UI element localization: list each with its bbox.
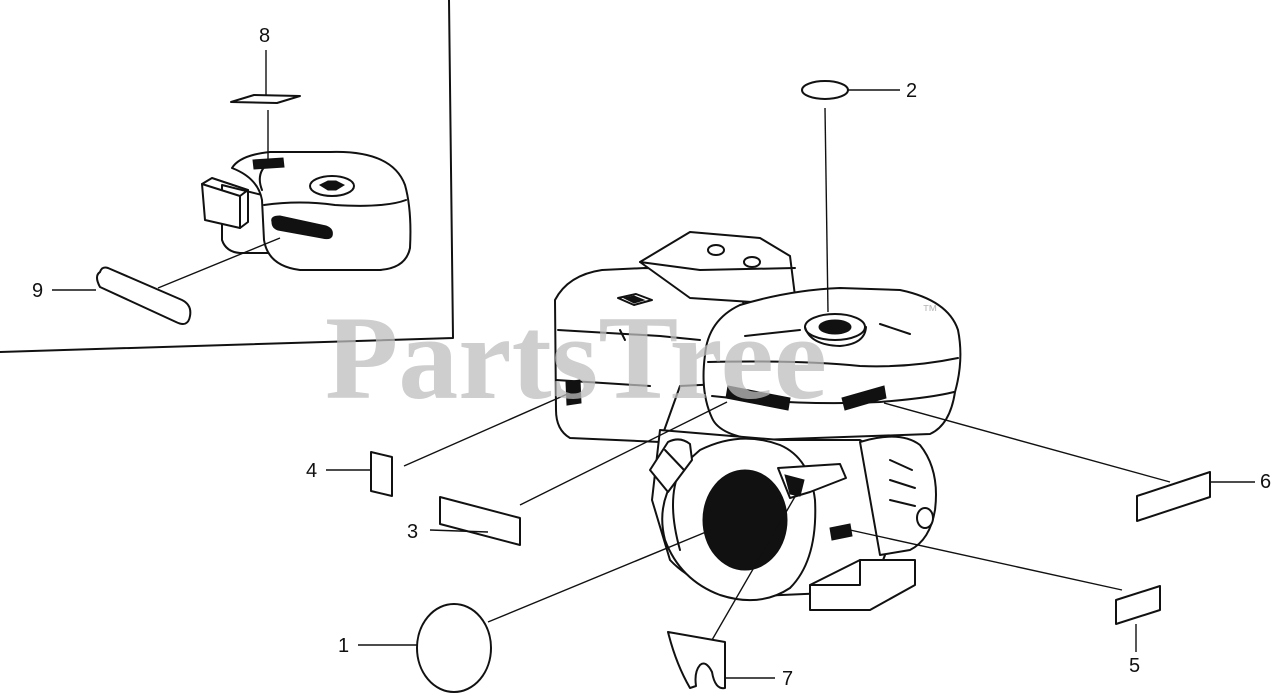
decal-8: [230, 94, 301, 104]
engine: [554, 231, 962, 611]
decal-2: [801, 80, 849, 100]
decal-6: [1136, 471, 1211, 522]
watermark: PartsTree ™: [325, 291, 938, 424]
decal-1: [416, 603, 492, 693]
callout-labels: 1 2 3 4 5 6 7 8 9: [32, 25, 1271, 690]
callout-7: 7: [782, 668, 793, 690]
callout-6: 6: [1260, 471, 1271, 493]
decal-7: [667, 631, 726, 690]
callout-3: 3: [407, 521, 418, 543]
watermark-text: PartsTree: [325, 291, 827, 424]
decal-3: [439, 496, 521, 546]
leader-lines: [52, 50, 1255, 679]
decal-parts: [96, 80, 1211, 693]
callout-9: 9: [32, 280, 43, 302]
callout-4: 4: [306, 460, 317, 482]
decal-5: [1115, 585, 1161, 625]
inset-border: [0, 0, 454, 353]
air-cleaner-inset: [201, 150, 412, 271]
callout-5: 5: [1129, 655, 1140, 677]
callout-8: 8: [259, 25, 270, 47]
callout-1: 1: [338, 635, 349, 657]
decal-4: [370, 451, 393, 497]
watermark-trademark: ™: [922, 303, 938, 320]
callout-2: 2: [906, 80, 917, 102]
decal-9: [96, 266, 192, 325]
